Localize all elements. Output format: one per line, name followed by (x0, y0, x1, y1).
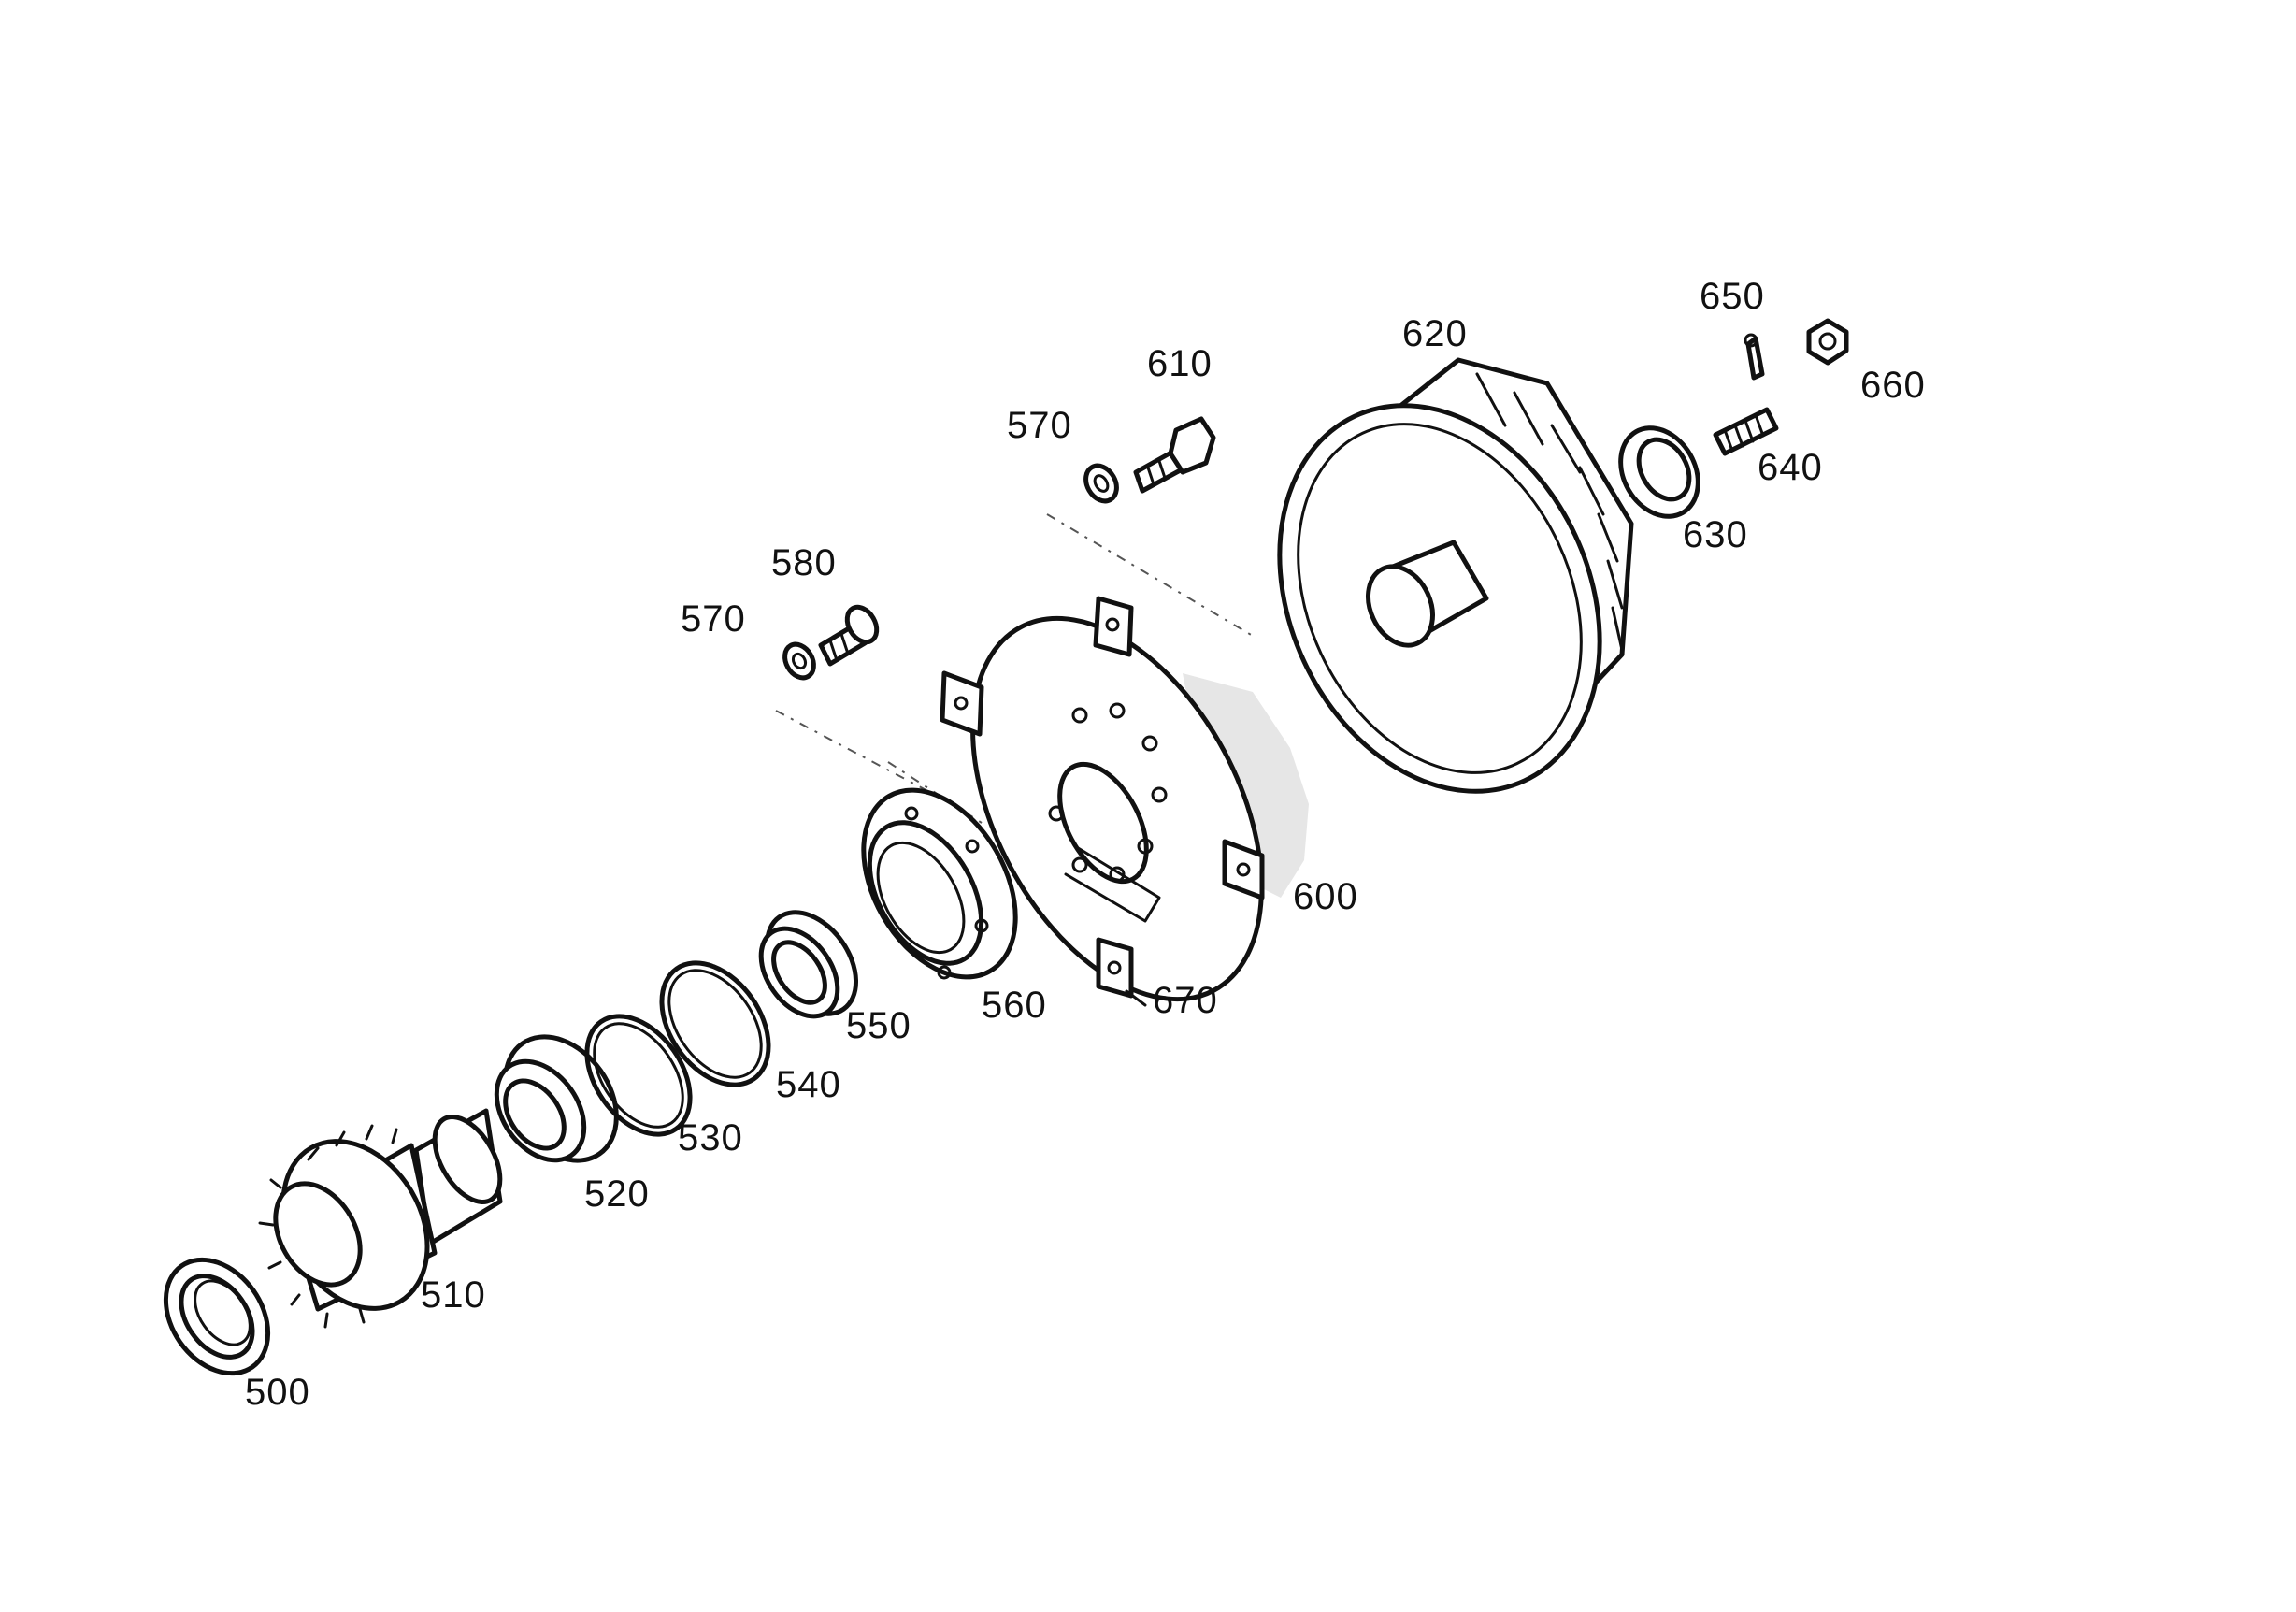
label-570-upper: 570 (1007, 405, 1072, 446)
label-600: 600 (1293, 876, 1358, 917)
part-670-tab (1096, 937, 1134, 999)
part-660-castle-nut (1806, 318, 1849, 366)
part-540-ring (659, 960, 771, 1087)
label-570-lower: 570 (681, 598, 746, 640)
label-630: 630 (1683, 514, 1748, 555)
part-640-threaded-stud (1713, 407, 1779, 456)
part-580-bolt (818, 604, 880, 667)
part-labels: 500 510 520 530 540 550 560 570 580 570 … (245, 276, 1926, 1413)
part-570-washer-upper (1083, 463, 1119, 504)
label-670: 670 (1153, 980, 1218, 1021)
part-520-bearing (494, 1034, 619, 1163)
label-510: 510 (421, 1274, 486, 1316)
label-560: 560 (982, 985, 1047, 1026)
label-650: 650 (1700, 276, 1765, 317)
label-540: 540 (776, 1064, 841, 1105)
label-660: 660 (1860, 365, 1926, 406)
part-550-bearing-race (758, 910, 859, 1019)
part-600-brake-backing-plate (940, 596, 1309, 1002)
part-500-seal-ring (163, 1257, 271, 1376)
label-520: 520 (584, 1173, 650, 1215)
label-500: 500 (245, 1372, 310, 1413)
part-610-bolt (1133, 416, 1216, 494)
part-630-bearing (1618, 425, 1700, 519)
label-640: 640 (1758, 447, 1823, 488)
label-530: 530 (678, 1117, 743, 1159)
label-550: 550 (846, 1005, 911, 1046)
label-580: 580 (771, 542, 837, 583)
part-530-ring (584, 1014, 693, 1137)
leader-670 (1125, 989, 1147, 1007)
part-650-split-pin (1744, 333, 1765, 381)
label-610: 610 (1147, 343, 1213, 384)
part-620-brake-drum (1277, 357, 1634, 794)
part-560-hub-flange (861, 787, 1018, 980)
part-570-washer-lower (782, 641, 816, 681)
part-510-gear-shaft (258, 1108, 503, 1329)
label-620: 620 (1402, 313, 1468, 354)
